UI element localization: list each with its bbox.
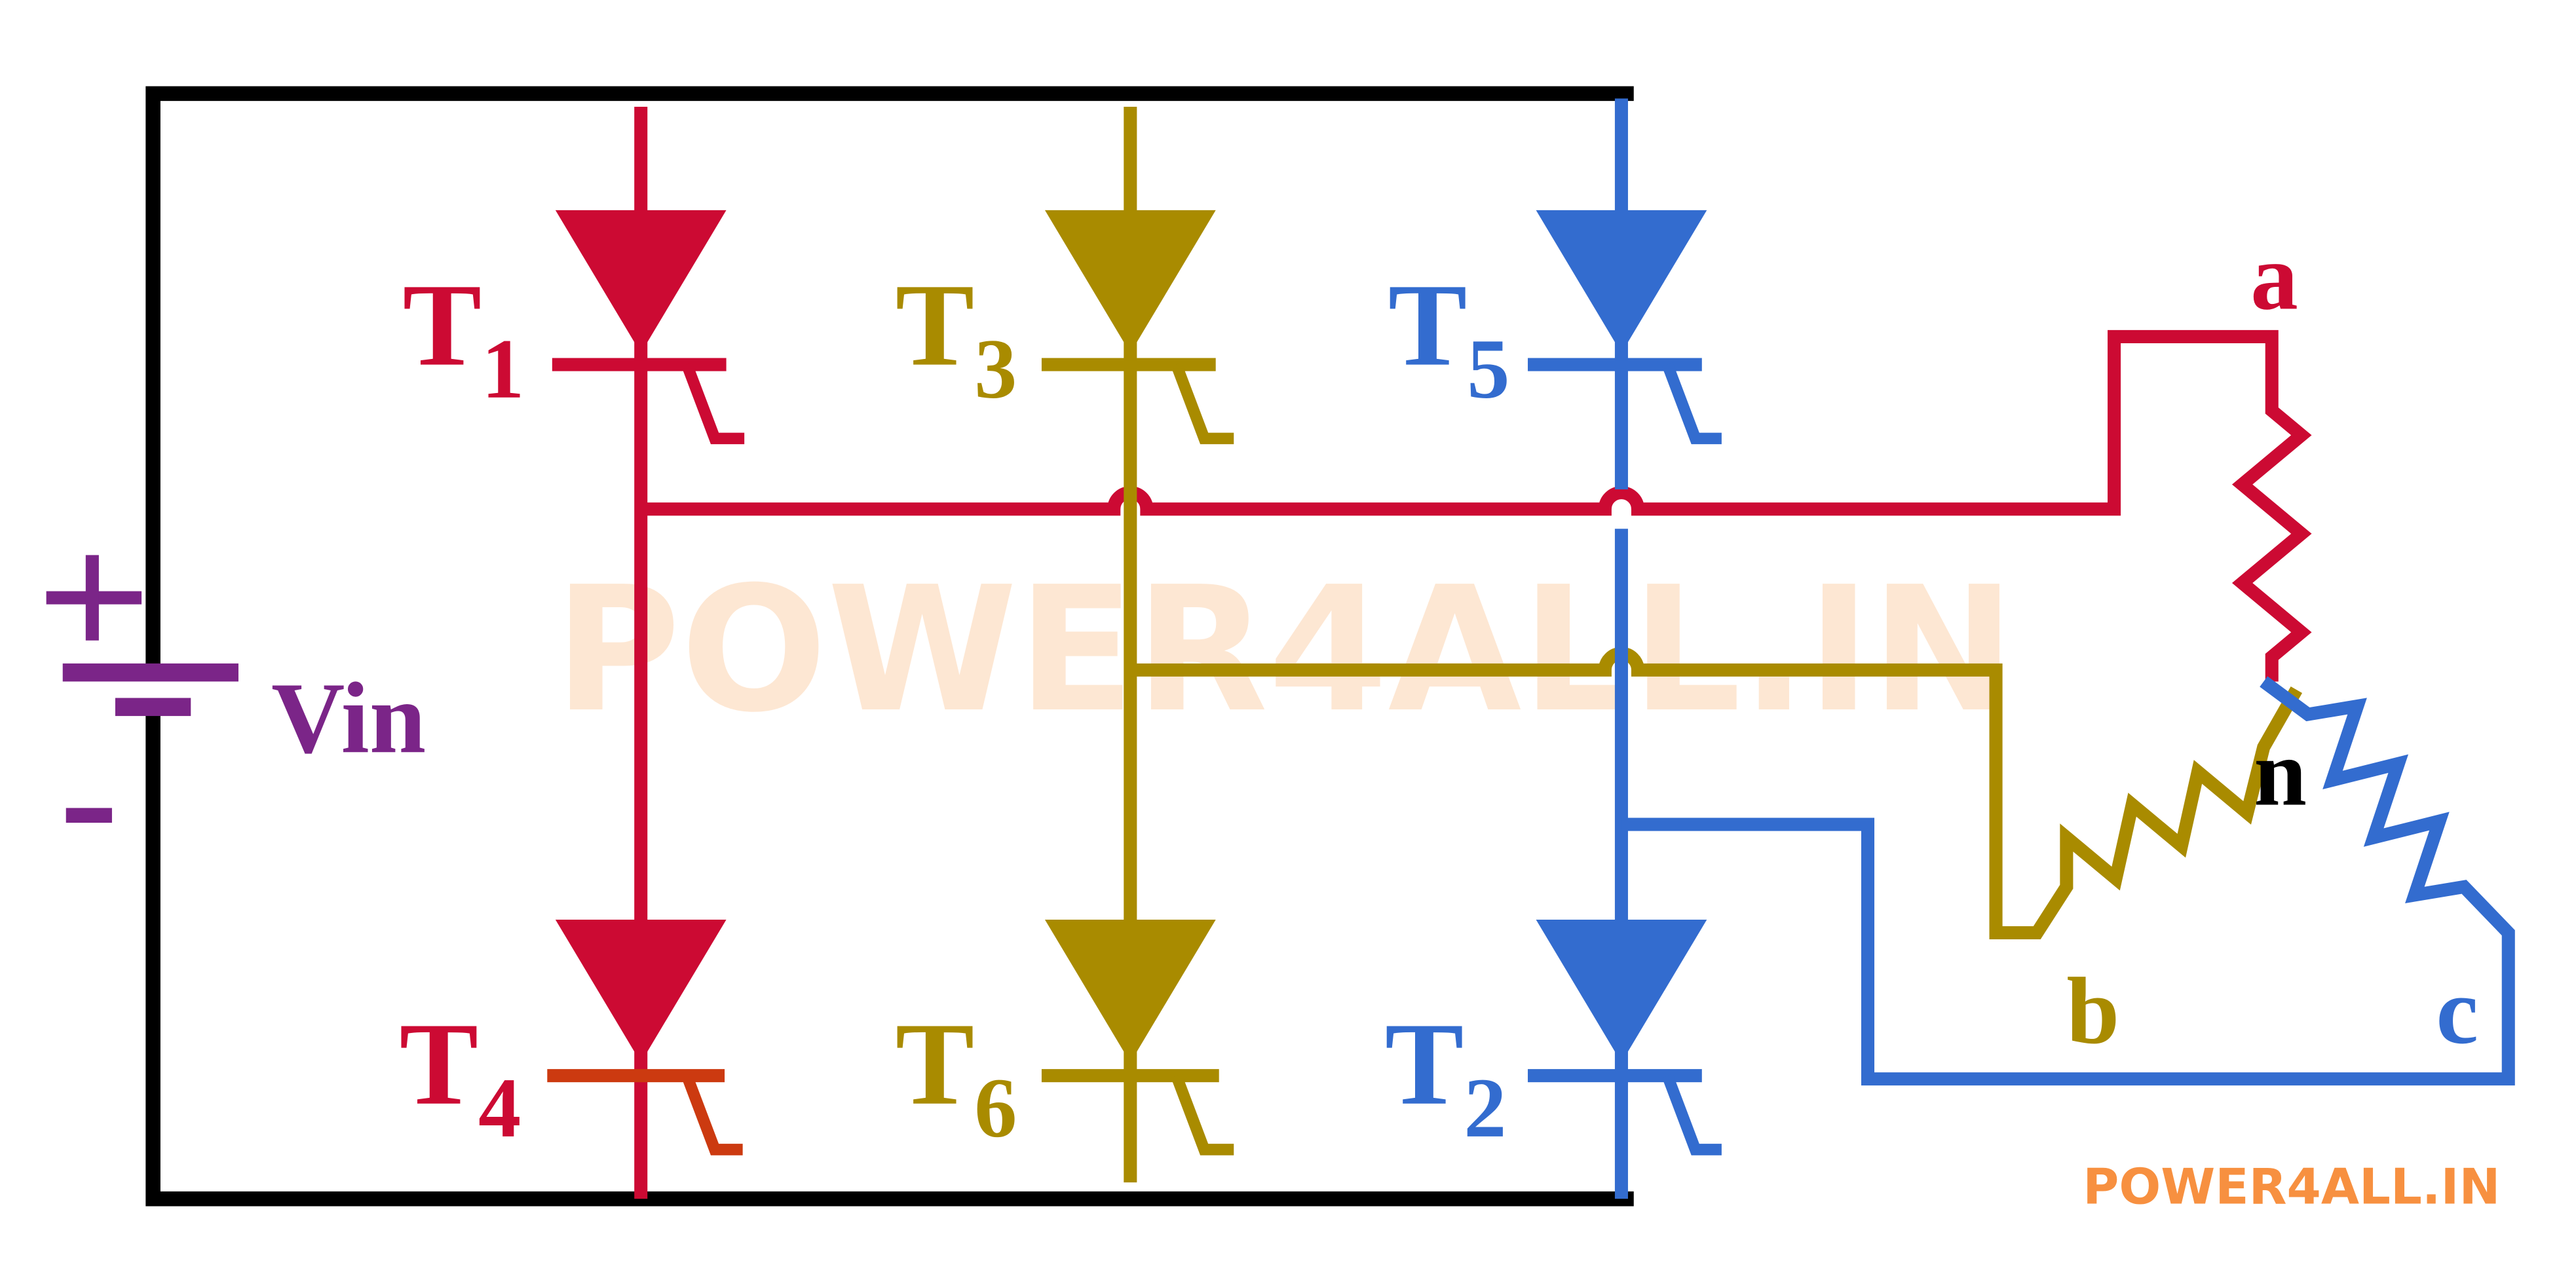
node-b-label: b [2066,958,2119,1064]
vin-label: Vin [271,661,426,774]
label-t3: T3 [896,260,1017,417]
node-c-label: c [2436,958,2478,1064]
brand-logo-text: POWER4ALL.IN [2083,1158,2500,1216]
thyristor-t6 [1041,919,1234,1155]
label-t2: T2 [1385,999,1507,1155]
thyristor-t5 [1528,210,1722,445]
dc-bus [145,86,1634,1207]
label-t6: T6 [896,999,1017,1155]
node-n-label: n [2254,720,2307,825]
thyristor-t4 [547,919,743,1155]
label-t1: T1 [403,260,525,417]
thyristor-t3 [1041,210,1234,445]
watermark: POWER4ALL.IN [554,550,2015,751]
dc-source [46,555,238,823]
label-t4: T4 [400,999,521,1155]
thyristor-t2 [1528,919,1722,1155]
thyristor-t1 [552,210,745,445]
label-t5: T5 [1388,260,1510,417]
node-a-label: a [2250,224,2298,329]
